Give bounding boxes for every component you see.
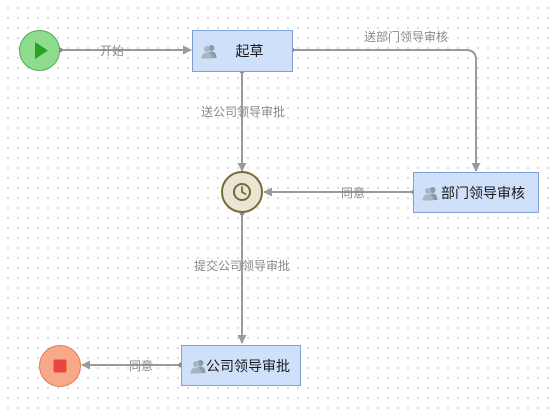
users-icon — [190, 359, 206, 373]
edge-company-to-end[interactable]: 同意 — [81, 358, 184, 373]
timer-event[interactable] — [221, 171, 263, 213]
clock-icon — [233, 183, 251, 201]
task-company-approval-label: 公司领导审批 — [206, 358, 290, 375]
edge-dept-to-timer[interactable]: 同意 — [263, 185, 417, 200]
edge-label-send-company: 送公司领导审批 — [201, 104, 285, 119]
task-draft-label: 起草 — [235, 44, 264, 60]
edge-timer-to-company-approval[interactable]: 提交公司领导审批 — [194, 210, 290, 344]
edge-draft-to-dept-review[interactable]: 送部门领导审核 — [289, 29, 481, 172]
task-draft[interactable]: 起草 — [192, 30, 293, 72]
play-icon — [35, 42, 48, 59]
edge-label-submit-company: 提交公司领导审批 — [194, 258, 290, 273]
edge-label-send-dept: 送部门领导审核 — [364, 29, 448, 44]
users-icon — [422, 186, 438, 200]
end-event[interactable] — [39, 345, 81, 387]
start-event[interactable] — [19, 30, 60, 71]
edge-draft-to-timer[interactable]: 送公司领导审批 — [201, 68, 285, 172]
edge-start-to-draft[interactable]: 开始 — [57, 44, 192, 58]
users-icon — [201, 45, 217, 59]
edge-label-start: 开始 — [100, 44, 124, 58]
stop-icon — [53, 359, 67, 373]
edge-label-agree-company: 同意 — [129, 358, 153, 373]
task-dept-review-label: 部门领导审核 — [441, 185, 525, 202]
task-company-approval[interactable]: 公司领导审批 — [181, 345, 301, 386]
edge-label-agree-dept: 同意 — [341, 185, 365, 200]
task-dept-review[interactable]: 部门领导审核 — [413, 172, 539, 213]
